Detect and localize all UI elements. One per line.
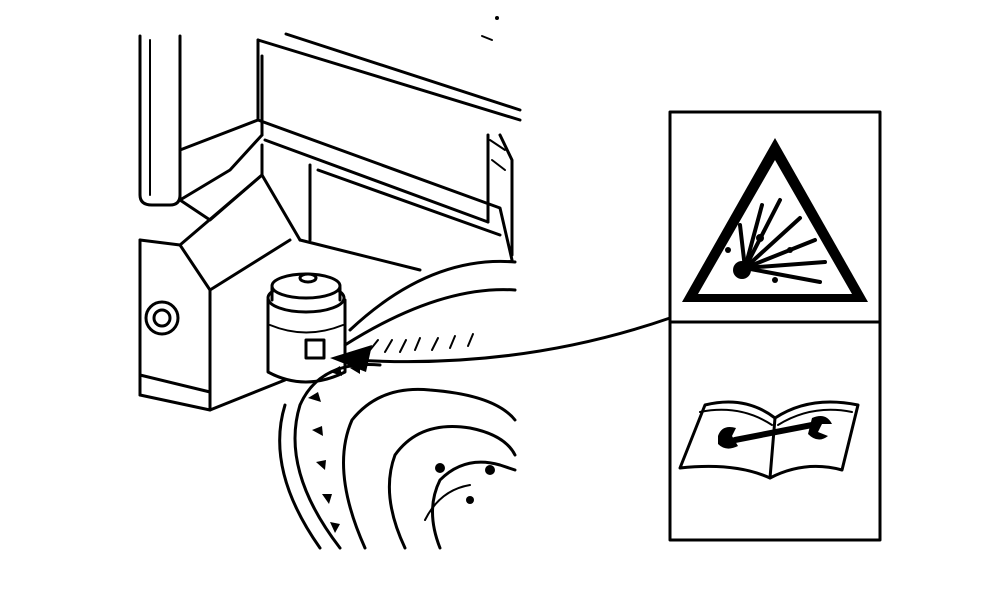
wrench-icon	[718, 416, 832, 449]
pointer-arrow	[330, 316, 672, 372]
wheel-tire	[278, 363, 517, 550]
explosion-warning-icon	[682, 138, 868, 302]
brake-fluid-reservoir	[266, 272, 347, 384]
stray-mark	[495, 16, 499, 20]
warning-label-panel	[668, 110, 882, 542]
stray-mark	[481, 35, 493, 41]
instruction-manual-wrench-icon	[678, 400, 860, 480]
vehicle-body	[138, 32, 522, 412]
